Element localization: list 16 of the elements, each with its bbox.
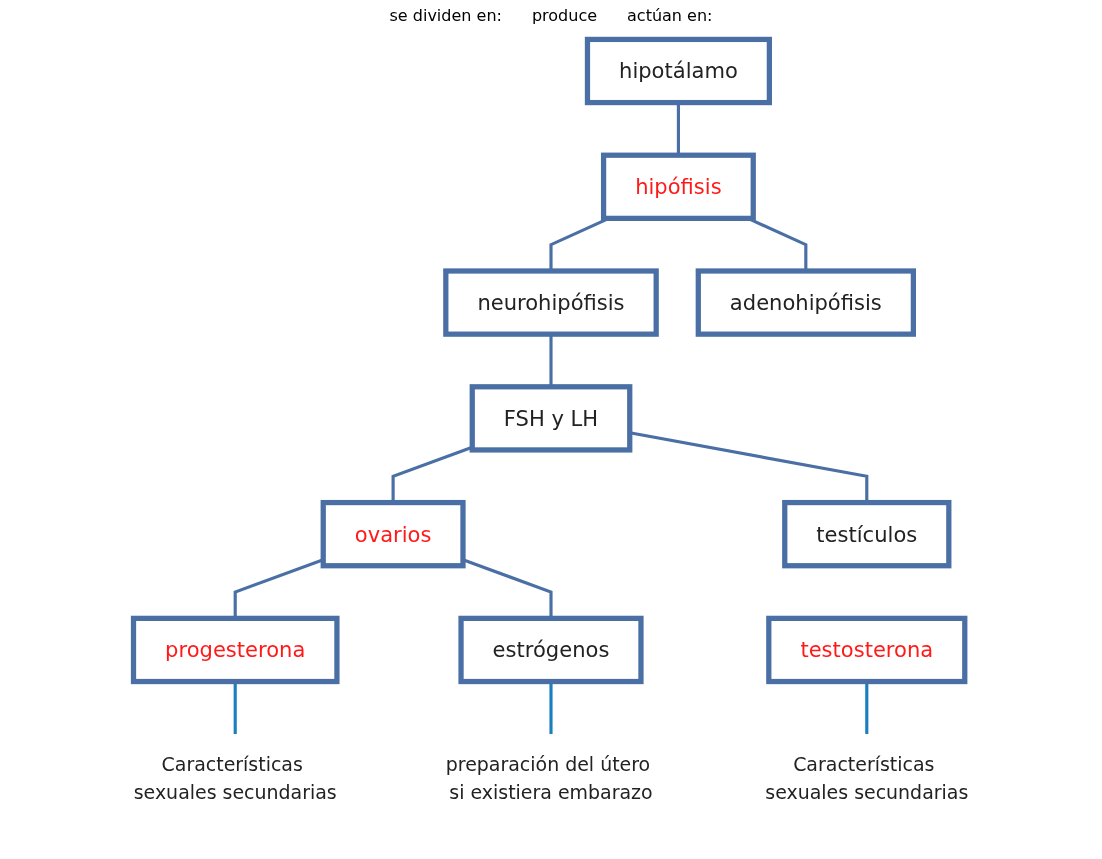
note-text: produce: [531, 6, 598, 25]
node-box: testosterona: [766, 615, 968, 685]
node-text: Características sexuales secundarias: [133, 753, 337, 804]
node-box: neurohipófisis: [443, 268, 659, 337]
note-text: actúan en:: [627, 6, 713, 25]
node-box: hipotálamo: [584, 36, 772, 106]
node-text: preparación del útero si existiera embarazo: [445, 753, 653, 804]
node-box: hipófisis: [600, 152, 756, 221]
node-box: progesterona: [130, 615, 340, 685]
node-box: estrógenos: [458, 615, 644, 685]
node-box: ovarios: [320, 499, 466, 569]
node-text: Características sexuales secundarias: [765, 753, 969, 804]
node-box: adenohipófisis: [695, 268, 916, 337]
note-text: se dividen en:: [389, 6, 502, 25]
node-box: testículos: [782, 499, 952, 569]
node-box: FSH y LH: [469, 384, 633, 453]
